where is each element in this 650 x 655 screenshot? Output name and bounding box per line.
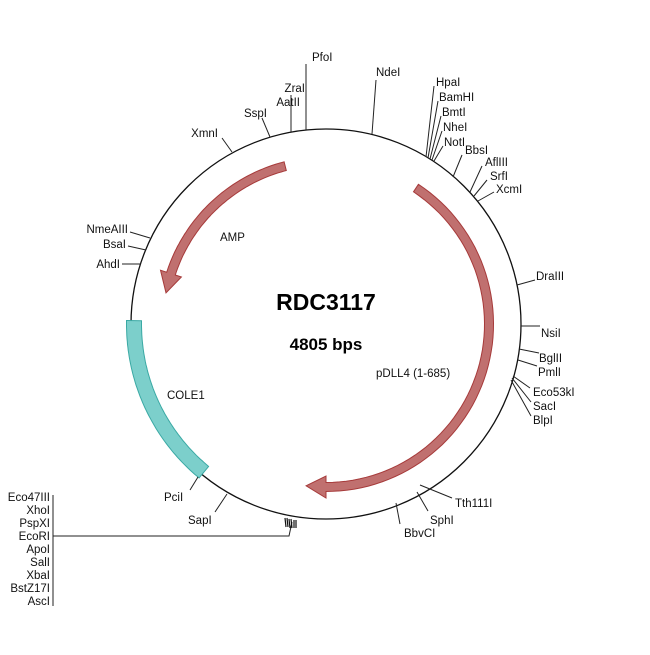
site-aatii[interactable]: AatII (276, 97, 300, 109)
site-zrai[interactable]: ZraI (285, 83, 305, 95)
amp-feature-arrow[interactable] (159, 161, 287, 294)
site-pmli[interactable]: PmlI (538, 367, 561, 379)
mcs-site[interactable]: ApoI (26, 544, 50, 556)
restriction-site-labels: PfoI NdeI HpaI BamHI BmtI NheI NotI BbsI… (86, 52, 574, 540)
cole1-label: COLE1 (167, 390, 205, 402)
site-ndei[interactable]: NdeI (376, 67, 400, 79)
site-srfi[interactable]: SrfI (490, 171, 508, 183)
site-nmeaiii[interactable]: NmeAIII (86, 224, 128, 236)
site-bbvci[interactable]: BbvCI (404, 528, 435, 540)
site-ahdi[interactable]: AhdI (96, 259, 120, 271)
amp-label: AMP (220, 232, 245, 244)
site-blpi[interactable]: BlpI (533, 415, 553, 427)
site-afliii[interactable]: AflIII (485, 157, 508, 169)
mcs-site[interactable]: XhoI (26, 505, 50, 517)
site-xmni[interactable]: XmnI (191, 128, 218, 140)
site-sphi[interactable]: SphI (430, 515, 454, 527)
mcs-site[interactable]: EcoRI (19, 531, 50, 543)
mcs-site-list: Eco47III XhoI PspXI EcoRI ApoI SalI XbaI… (8, 492, 50, 608)
site-saci[interactable]: SacI (533, 401, 556, 413)
site-eco53ki[interactable]: Eco53kI (533, 387, 575, 399)
cole1-feature[interactable] (126, 319, 210, 479)
mcs-site[interactable]: BstZ17I (10, 583, 50, 595)
mcs-site[interactable]: AscI (28, 596, 50, 608)
mcs-site[interactable]: Eco47III (8, 492, 50, 504)
site-pcii[interactable]: PciI (164, 492, 183, 504)
site-sapi[interactable]: SapI (188, 515, 212, 527)
site-xcmi[interactable]: XcmI (496, 184, 522, 196)
site-bbsi[interactable]: BbsI (465, 145, 488, 157)
site-pfoi[interactable]: PfoI (312, 52, 332, 64)
site-bglii[interactable]: BglII (539, 353, 562, 365)
site-bmti[interactable]: BmtI (442, 107, 466, 119)
site-noti[interactable]: NotI (444, 137, 465, 149)
site-bsai[interactable]: BsaI (103, 239, 126, 251)
pdll4-label: pDLL4 (1-685) (376, 368, 450, 380)
site-bamhi[interactable]: BamHI (439, 92, 474, 104)
site-sspi[interactable]: SspI (244, 108, 267, 120)
site-lines (52, 64, 540, 606)
site-draiii[interactable]: DraIII (536, 271, 564, 283)
site-nhei[interactable]: NheI (443, 122, 467, 134)
pdll4-feature-arrow[interactable] (305, 183, 495, 499)
mcs-site[interactable]: PspXI (19, 518, 50, 530)
plasmid-size: 4805 bps (290, 335, 363, 354)
site-hpai[interactable]: HpaI (436, 77, 460, 89)
site-nsii[interactable]: NsiI (541, 328, 561, 340)
site-tth111i[interactable]: Tth111I (455, 498, 492, 510)
plasmid-name: RDC3117 (276, 289, 376, 315)
mcs-site[interactable]: XbaI (26, 570, 50, 582)
mcs-site[interactable]: SalI (30, 557, 50, 569)
